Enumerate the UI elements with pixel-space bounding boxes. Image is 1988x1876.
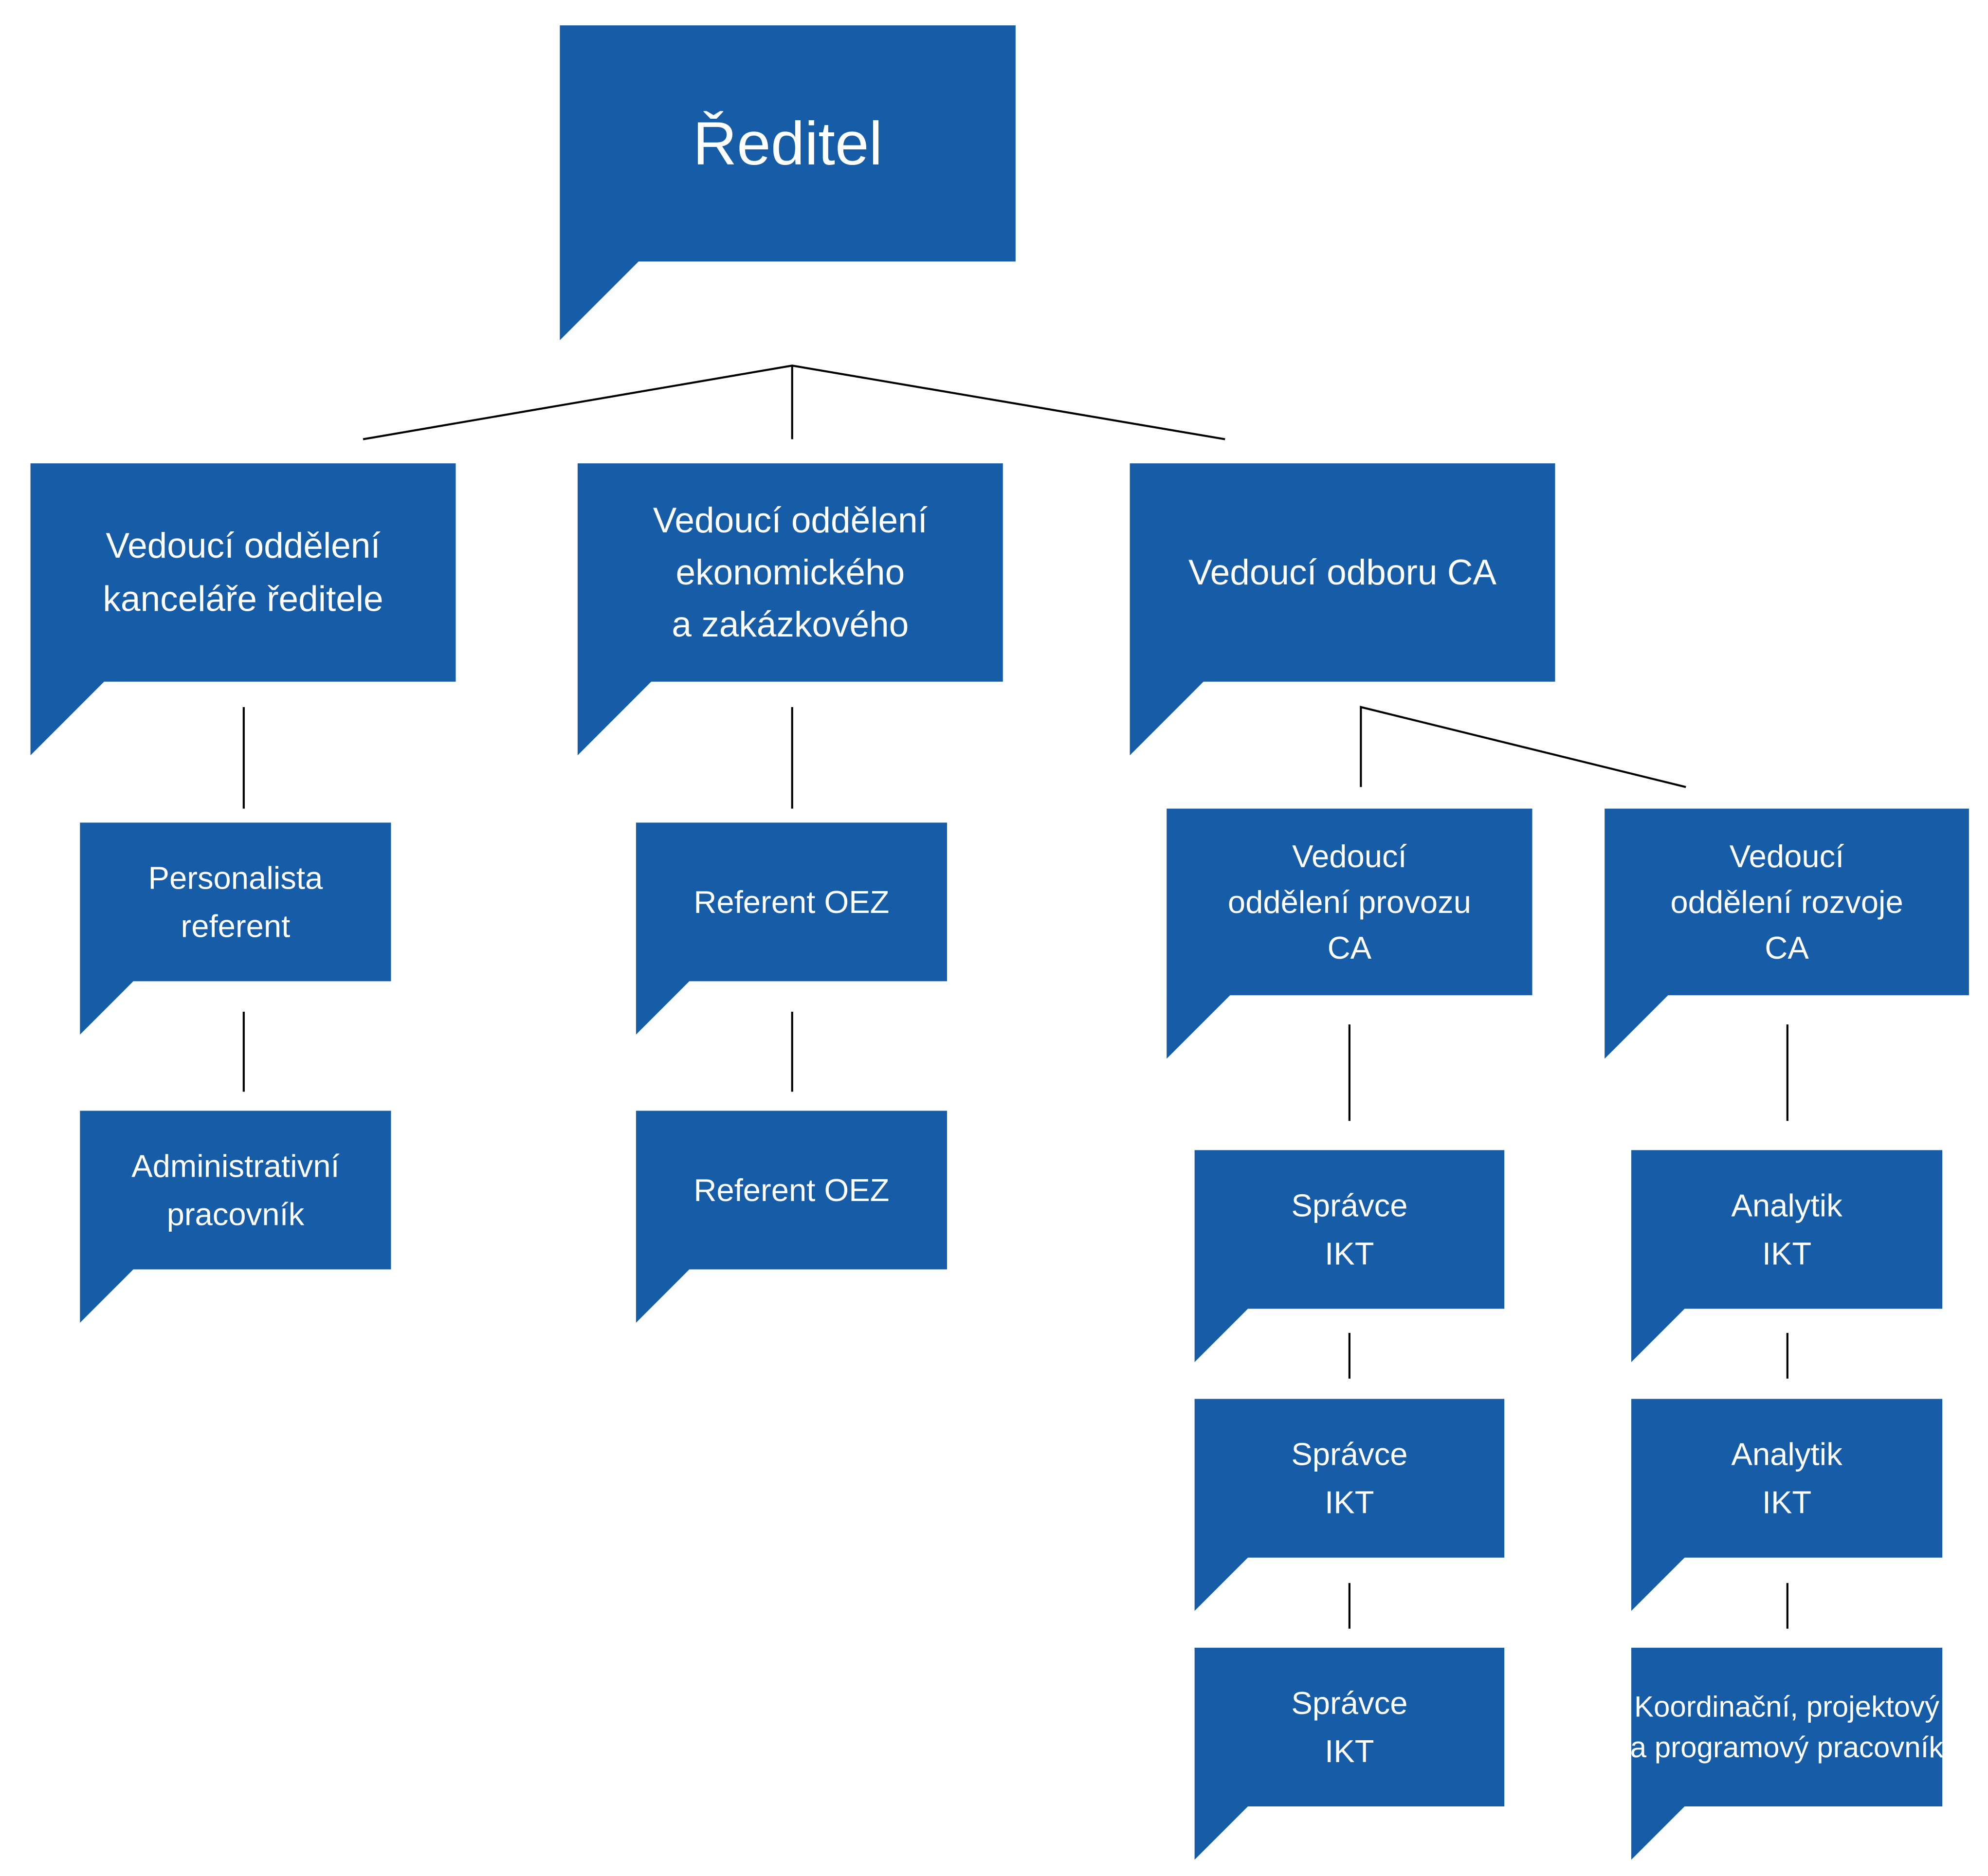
node-box xyxy=(1631,1399,1943,1611)
node-label: Vedoucí xyxy=(1292,838,1407,874)
node-box xyxy=(1605,808,1969,1059)
org-node-personalista: Personalista referent xyxy=(80,822,391,1035)
node-box xyxy=(1130,463,1555,756)
node-label: referent xyxy=(181,908,291,944)
node-label: oddělení rozvoje xyxy=(1670,884,1903,920)
connectors xyxy=(242,364,1788,1629)
node-label: IKT xyxy=(1325,1485,1374,1520)
node-label: a programový pracovník xyxy=(1630,1731,1944,1764)
node-box xyxy=(1194,1399,1505,1611)
node-box xyxy=(560,25,1016,341)
node-label: Správce xyxy=(1291,1685,1407,1721)
node-box xyxy=(636,1111,947,1323)
node-label: Vedoucí oddělení xyxy=(106,526,380,565)
node-box xyxy=(1194,1647,1505,1860)
node-label: Referent OEZ xyxy=(693,1172,889,1208)
node-box xyxy=(80,1111,391,1323)
node-label: Správce xyxy=(1291,1187,1407,1223)
node-label: Referent OEZ xyxy=(693,884,889,920)
node-label: Administrativní xyxy=(131,1148,339,1184)
node-box xyxy=(1631,1647,1943,1860)
node-label: IKT xyxy=(1325,1733,1374,1769)
node-label: oddělení provozu xyxy=(1228,884,1471,920)
node-box xyxy=(30,463,456,756)
org-node-administrativni: Administrativní pracovník xyxy=(80,1111,391,1323)
node-label: CA xyxy=(1765,930,1809,965)
node-label: IKT xyxy=(1325,1236,1374,1271)
node-label: Koordinační, projektový xyxy=(1634,1691,1939,1723)
connector-line xyxy=(363,364,1225,440)
node-label: a zakázkového xyxy=(672,605,909,644)
org-node-referent-oez-2: Referent OEZ xyxy=(636,1111,947,1323)
org-node-reditel: Ředitel xyxy=(560,25,1016,341)
node-box xyxy=(577,463,1003,756)
node-label: ekonomického xyxy=(675,553,905,592)
org-node-odbor-ca: Vedoucí odboru CA xyxy=(1130,463,1555,756)
node-label: pracovník xyxy=(167,1197,305,1232)
node-label: Správce xyxy=(1291,1437,1407,1472)
node-label: Vedoucí odboru CA xyxy=(1188,553,1496,592)
node-label: kanceláře ředitele xyxy=(103,580,383,619)
node-label: Analytik xyxy=(1731,1437,1842,1472)
node-label: Personalista xyxy=(148,860,323,895)
node-label: Analytik xyxy=(1731,1187,1842,1223)
node-box xyxy=(1631,1150,1943,1362)
org-node-referent-oez-1: Referent OEZ xyxy=(636,822,947,1035)
node-label: IKT xyxy=(1762,1236,1811,1271)
node-label: CA xyxy=(1328,930,1372,965)
node-label: Ředitel xyxy=(693,109,883,178)
node-box xyxy=(80,822,391,1035)
node-label: Vedoucí oddělení xyxy=(653,501,928,540)
node-box xyxy=(1194,1150,1505,1362)
org-node-koordinacni: Koordinační, projektový a programový prac… xyxy=(1630,1647,1944,1860)
org-node-ekonom: Vedoucí oddělení ekonomického a zakázkovéh… xyxy=(577,463,1003,756)
connector-line xyxy=(1360,706,1686,788)
node-box xyxy=(1167,808,1532,1059)
org-node-kancelar: Vedoucí oddělení kanceláře ředitele xyxy=(30,463,456,756)
node-label: Vedoucí xyxy=(1730,838,1844,874)
node-label: IKT xyxy=(1762,1485,1811,1520)
node-box xyxy=(636,822,947,1035)
